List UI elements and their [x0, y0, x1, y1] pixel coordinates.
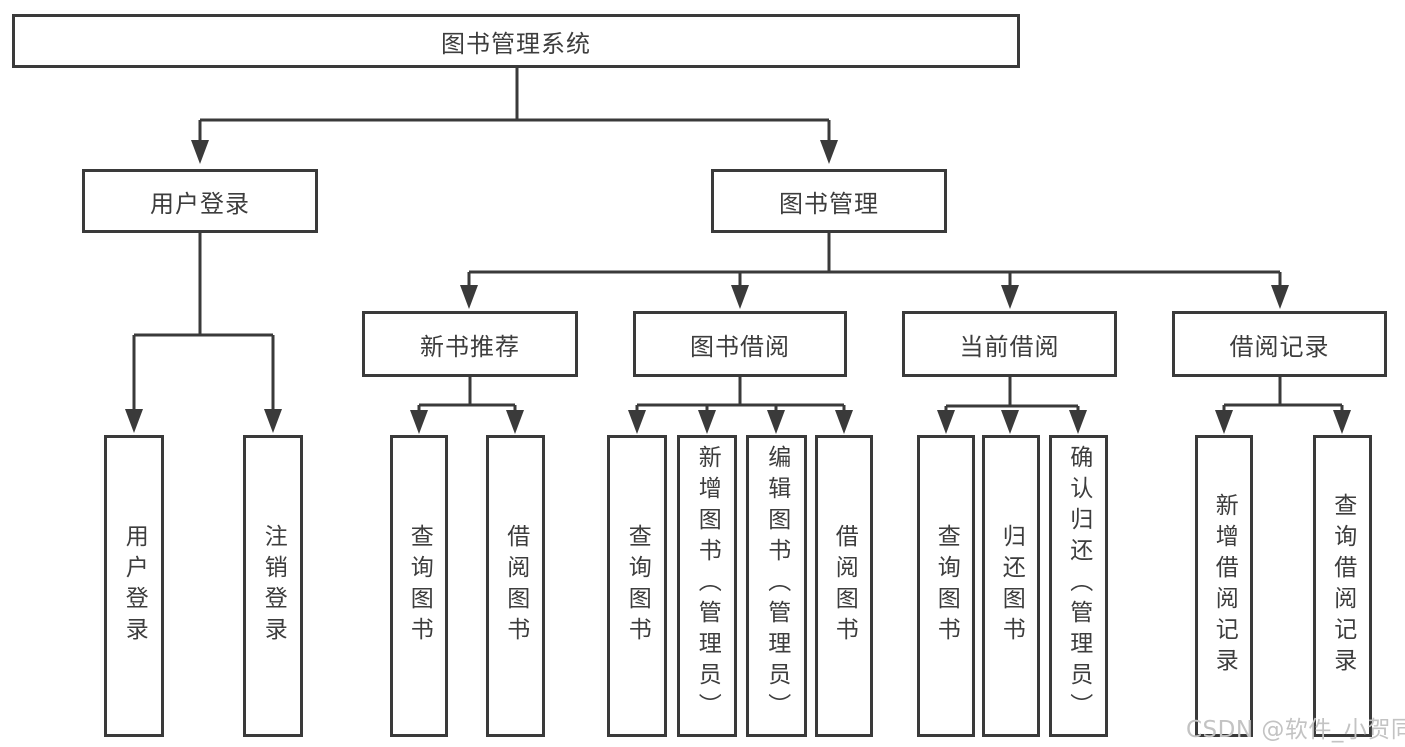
- node-leaf-borrow-books-1: 借阅图书: [486, 435, 545, 737]
- leaf-label: 查询借阅记录: [1329, 493, 1356, 679]
- leaf-label: 新增图书（管理员）: [694, 445, 721, 724]
- arrowhead-icon: [820, 140, 838, 164]
- arrowhead-icon: [835, 410, 853, 434]
- arrowhead-icon: [506, 410, 524, 434]
- arrowhead-icon: [1215, 410, 1233, 434]
- arrowhead-icon: [1271, 285, 1289, 309]
- arrowhead-icon: [1001, 285, 1019, 309]
- connector-line: [417, 377, 517, 414]
- node-leaf-add-books-admin: 新增图书（管理员）: [677, 435, 737, 737]
- node-leaf-logout: 注销登录: [243, 435, 303, 737]
- node-root-system: 图书管理系统: [12, 14, 1020, 68]
- connector-line: [635, 373, 846, 414]
- connector-root-to-level1: [191, 68, 838, 164]
- arrowhead-icon: [698, 410, 716, 434]
- connector-book-management-children: [460, 233, 1289, 309]
- arrowhead-icon: [191, 140, 209, 164]
- node-leaf-user-login: 用户登录: [104, 435, 164, 737]
- connector-new-book-children: [410, 377, 524, 434]
- node-leaf-query-books-2: 查询图书: [607, 435, 667, 737]
- arrowhead-icon: [937, 410, 955, 434]
- node-book-management: 图书管理: [711, 169, 947, 233]
- connector-line: [1222, 377, 1344, 414]
- arrowhead-icon: [1001, 410, 1019, 434]
- leaf-label: 确认归还（管理员）: [1065, 445, 1092, 724]
- leaf-label: 编辑图书（管理员）: [763, 445, 790, 724]
- arrowhead-icon: [628, 410, 646, 434]
- connector-line: [132, 233, 275, 412]
- arrowhead-icon: [731, 285, 749, 309]
- arrowhead-icon: [1069, 410, 1087, 434]
- node-book-borrow: 图书借阅: [633, 311, 847, 377]
- connector-line: [944, 377, 1080, 414]
- connector-book-borrow-children: [628, 373, 853, 434]
- connector-borrow-records-children: [1215, 377, 1351, 434]
- node-borrow-records: 借阅记录: [1172, 311, 1387, 377]
- arrowhead-icon: [767, 410, 785, 434]
- arrowhead-icon: [460, 285, 478, 309]
- arrowhead-icon: [1333, 410, 1351, 434]
- leaf-label: 查询图书: [406, 524, 433, 648]
- node-leaf-query-borrow-record: 查询借阅记录: [1313, 435, 1372, 737]
- leaf-label: 借阅图书: [831, 524, 858, 648]
- leaf-label: 用户登录: [121, 524, 148, 648]
- arrowhead-icon: [264, 409, 282, 433]
- csdn-watermark: CSDN @软件_小贺同学: [1186, 717, 1405, 743]
- leaf-label: 归还图书: [998, 524, 1025, 648]
- connector-line: [467, 233, 1282, 288]
- leaf-label: 查询图书: [624, 524, 651, 648]
- node-leaf-edit-books-admin: 编辑图书（管理员）: [746, 435, 807, 737]
- node-leaf-return-books: 归还图书: [982, 435, 1040, 737]
- leaf-label: 借阅图书: [502, 524, 529, 648]
- node-current-borrow: 当前借阅: [902, 311, 1117, 377]
- node-leaf-query-books-3: 查询图书: [917, 435, 975, 737]
- leaf-label: 查询图书: [933, 524, 960, 648]
- node-new-book-recommend: 新书推荐: [362, 311, 578, 377]
- node-leaf-query-books-1: 查询图书: [390, 435, 448, 737]
- leaf-label: 新增借阅记录: [1211, 493, 1238, 679]
- connector-line: [198, 68, 831, 142]
- leaf-label: 注销登录: [260, 524, 287, 648]
- connector-user-login-children: [125, 233, 282, 433]
- node-leaf-confirm-return-admin: 确认归还（管理员）: [1049, 435, 1108, 737]
- arrowhead-icon: [410, 410, 428, 434]
- node-leaf-borrow-books-2: 借阅图书: [815, 435, 873, 737]
- connector-current-borrow-children: [937, 377, 1087, 434]
- node-leaf-add-borrow-record: 新增借阅记录: [1195, 435, 1253, 737]
- arrowhead-icon: [125, 409, 143, 433]
- node-user-login: 用户登录: [82, 169, 318, 233]
